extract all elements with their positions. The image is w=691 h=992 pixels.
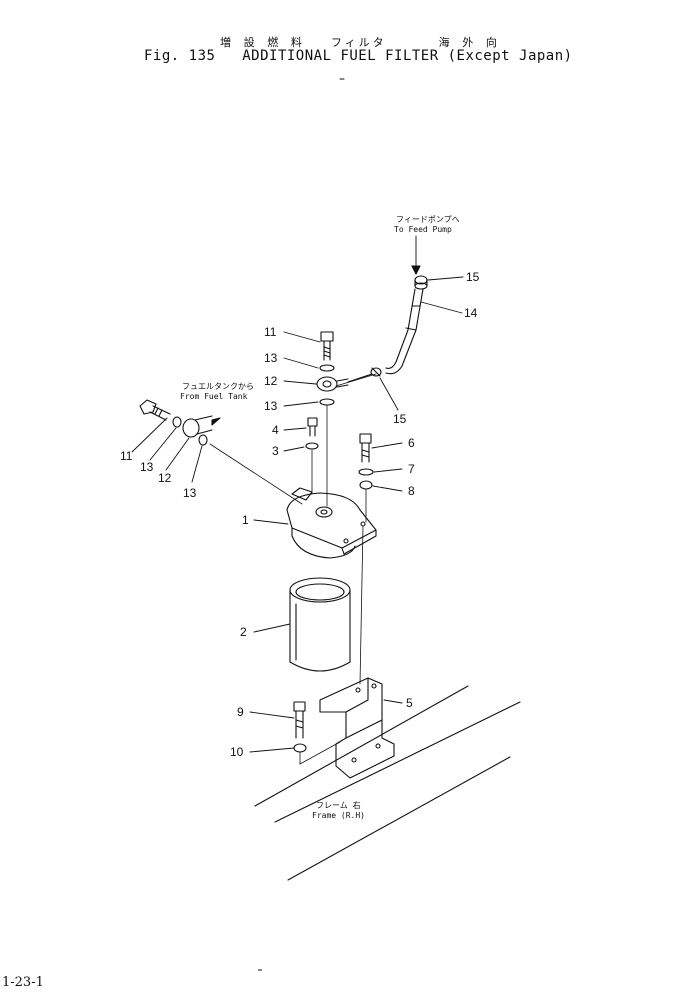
from-fuel-tank-jp: フュエルタンクから	[182, 382, 254, 391]
callout-9: 9	[237, 705, 244, 719]
callout-12-upper: 12	[264, 374, 278, 388]
callout-1: 1	[242, 513, 249, 527]
callout-7: 7	[408, 462, 415, 476]
banjo-bolt-11-left	[139, 399, 171, 421]
hose-clamp-15-upper	[370, 367, 382, 377]
banjo-12-left	[182, 415, 213, 438]
hose-fitting-16	[414, 275, 428, 290]
fig-label: Fig. 135	[144, 48, 216, 64]
callout-10: 10	[230, 745, 244, 759]
callout-13-upper-a: 13	[264, 351, 278, 365]
center-lines	[209, 373, 377, 765]
callout-12-left: 12	[158, 471, 172, 485]
callout-3: 3	[272, 444, 279, 458]
title-jp-part2: フィルタ	[330, 36, 387, 49]
callout-6: 6	[408, 436, 415, 450]
title-jp-part3: 海 外 向	[438, 36, 500, 49]
to-feed-pump-en: To Feed Pump	[394, 225, 452, 234]
fuel-hose-14	[385, 288, 424, 375]
callout-13-upper-b: 13	[264, 399, 278, 413]
frame-jp: フレーム 右	[316, 800, 361, 810]
callout-15-clamp: 15	[393, 412, 407, 426]
figure-title: Fig. 135 ADDITIONAL FUEL FILTER (Except …	[144, 48, 573, 64]
page-reference: 1-23-1	[2, 975, 44, 990]
gasket-13-upper-a	[319, 364, 335, 372]
from-tank-arrow	[211, 417, 221, 426]
callout-15-top: 15	[466, 270, 480, 284]
callout-14: 14	[464, 306, 478, 320]
filter-head-1	[286, 487, 377, 559]
callout-4: 4	[272, 423, 279, 437]
leader-lines	[131, 235, 464, 753]
to-pump-arrow	[411, 265, 421, 275]
bolt-9	[293, 701, 306, 739]
filter-element-2	[289, 577, 351, 672]
title-jp-part1: 増 設 燃 料	[220, 36, 305, 49]
washer-8	[359, 480, 373, 490]
washer-7	[358, 468, 374, 476]
callout-5: 5	[406, 696, 413, 710]
banjo-bolt-11-upper	[320, 331, 334, 361]
gasket-13-left-a	[172, 416, 182, 428]
from-fuel-tank-en: From Fuel Tank	[180, 392, 248, 401]
callout-2: 2	[240, 625, 247, 639]
title-english: ADDITIONAL FUEL FILTER (Except Japan)	[242, 48, 573, 64]
bracket-5	[319, 677, 395, 779]
to-feed-pump-jp: フィードポンプへ	[396, 215, 460, 224]
callout-13-left-b: 13	[183, 486, 197, 500]
frame-rails	[254, 685, 521, 881]
title-japanese: 増 設 燃 料 フィルタ 海 外 向	[220, 34, 500, 50]
frame-en: Frame (R.H)	[312, 811, 365, 820]
callout-11-left: 11	[120, 449, 133, 463]
bolt-4	[307, 417, 318, 437]
callout-13-left-a: 13	[140, 460, 154, 474]
washer-10	[293, 743, 307, 753]
banjo-12-upper	[316, 376, 349, 392]
bolt-6	[359, 433, 372, 463]
callout-8: 8	[408, 484, 415, 498]
gasket-13-upper-b	[319, 398, 335, 406]
callout-11-upper: 11	[264, 325, 277, 339]
gasket-13-left-b	[198, 434, 208, 446]
washer-3	[305, 442, 319, 450]
